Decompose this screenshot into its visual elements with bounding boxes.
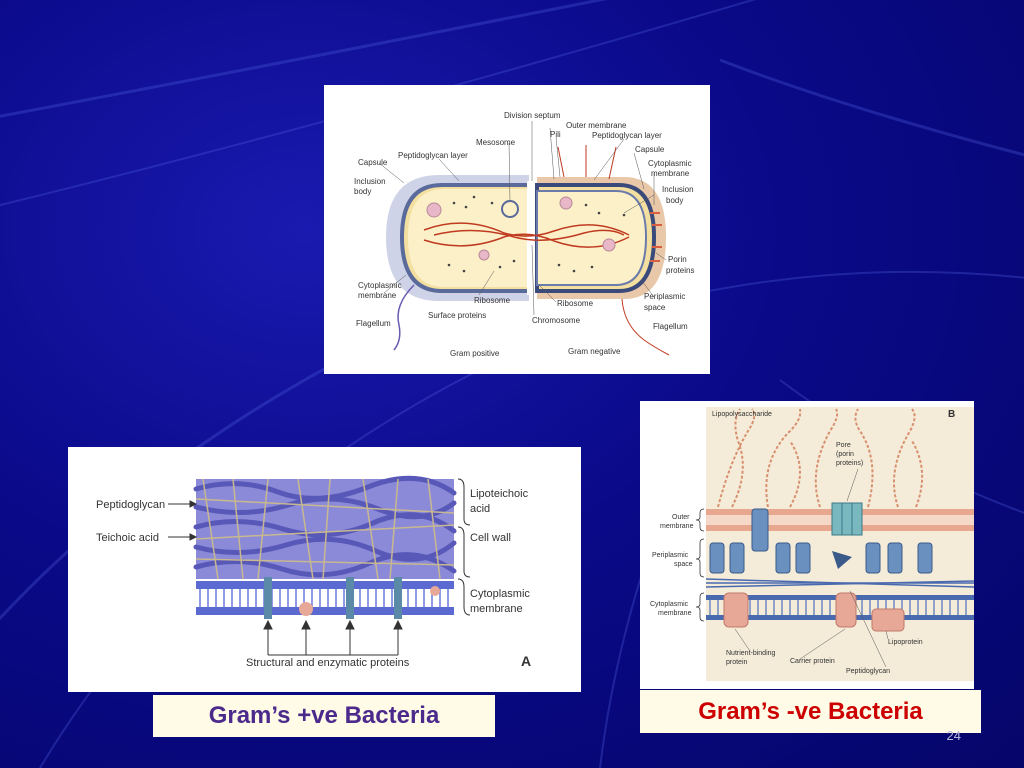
panel-letter-a: A xyxy=(521,653,531,669)
label-porin-proteins-1: Porin xyxy=(668,255,687,264)
label-gram-negative: Gram negative xyxy=(568,347,621,356)
label-outer-membrane-1: Outer xyxy=(672,514,690,521)
gram-negative-wall-diagram: Lipopolysaccharide B Pore (porin protein… xyxy=(640,401,974,689)
label-cell-wall: Cell wall xyxy=(470,532,511,544)
label-nutrient-binding-protein-2: protein xyxy=(726,659,748,666)
label-periplasmic-space-2: space xyxy=(674,561,693,568)
label-peptidoglycan-layer-right: Peptidoglycan layer xyxy=(592,131,662,140)
label-outer-membrane: Outer membrane xyxy=(566,121,627,130)
label-cytoplasmic-membrane-right-2: membrane xyxy=(651,169,690,178)
label-cytoplasmic-membrane-left-1: Cytoplasmic xyxy=(358,281,402,290)
label-division-septum: Division septum xyxy=(504,111,561,120)
label-periplasmic-space-1: Periplasmic xyxy=(652,552,689,559)
label-pore-1: Pore xyxy=(836,442,851,449)
caption-gram-negative: Gram’s -ve Bacteria xyxy=(640,690,981,733)
slide-number: 24 xyxy=(946,728,961,743)
label-periplasmic-space-1: Periplasmic xyxy=(644,292,685,301)
label-carrier-protein: Carrier protein xyxy=(790,658,835,665)
label-teichoic-acid: Teichoic acid xyxy=(96,532,159,544)
label-lipoprotein: Lipoprotein xyxy=(888,639,923,646)
label-cytoplasmic-membrane-right-1: Cytoplasmic xyxy=(648,159,692,168)
label-structural-proteins: Structural and enzymatic proteins xyxy=(246,657,410,669)
panel-letter-b: B xyxy=(948,409,955,420)
label-peptidoglycan-layer-left: Peptidoglycan layer xyxy=(398,151,468,160)
label-lipoteichoic-acid-1: Lipoteichoic xyxy=(470,488,529,500)
label-gram-positive: Gram positive xyxy=(450,349,500,358)
label-cytoplasmic-membrane-2: membrane xyxy=(658,610,692,617)
label-ribosome-right: Ribosome xyxy=(557,299,594,308)
label-cytoplasmic-membrane-2: membrane xyxy=(470,603,523,615)
label-ribosome-left: Ribosome xyxy=(474,296,511,305)
label-peptidoglycan: Peptidoglycan xyxy=(96,499,165,511)
label-peptidoglycan: Peptidoglycan xyxy=(846,668,890,675)
label-cytoplasmic-membrane-1: Cytoplasmic xyxy=(470,588,530,600)
label-pore-2: (porin xyxy=(836,451,854,458)
label-capsule-right: Capsule xyxy=(635,145,665,154)
label-lipoteichoic-acid-2: acid xyxy=(470,503,490,515)
label-surface-proteins: Surface proteins xyxy=(428,311,486,320)
label-inclusion-body-right-2: body xyxy=(666,196,683,205)
label-nutrient-binding-protein-1: Nutrient-binding xyxy=(726,650,776,657)
label-cytoplasmic-membrane-1: Cytoplasmic xyxy=(650,601,689,608)
label-pore-3: proteins) xyxy=(836,460,863,467)
label-outer-membrane-2: membrane xyxy=(660,523,694,530)
label-porin-proteins-2: proteins xyxy=(666,266,694,275)
label-periplasmic-space-2: space xyxy=(644,303,666,312)
gram-positive-wall-diagram: Peptidoglycan Teichoic acid Lipoteichoic… xyxy=(68,447,581,692)
label-inclusion-body-left-2: body xyxy=(354,187,371,196)
label-inclusion-body-left-1: Inclusion xyxy=(354,177,386,186)
label-lipopolysaccharide: Lipopolysaccharide xyxy=(712,411,772,418)
label-flagellum-left: Flagellum xyxy=(356,319,391,328)
label-flagellum-right: Flagellum xyxy=(653,322,688,331)
label-capsule-left: Capsule xyxy=(358,158,388,167)
label-pili: Pili xyxy=(550,130,561,139)
label-inclusion-body-right-1: Inclusion xyxy=(662,185,694,194)
label-cytoplasmic-membrane-left-2: membrane xyxy=(358,291,397,300)
caption-gram-positive: Gram’s +ve Bacteria xyxy=(153,695,495,737)
cell-structure-diagram: Division septum Outer membrane Pili Pept… xyxy=(324,85,710,374)
label-chromosome: Chromosome xyxy=(532,316,581,325)
label-mesosome: Mesosome xyxy=(476,138,516,147)
